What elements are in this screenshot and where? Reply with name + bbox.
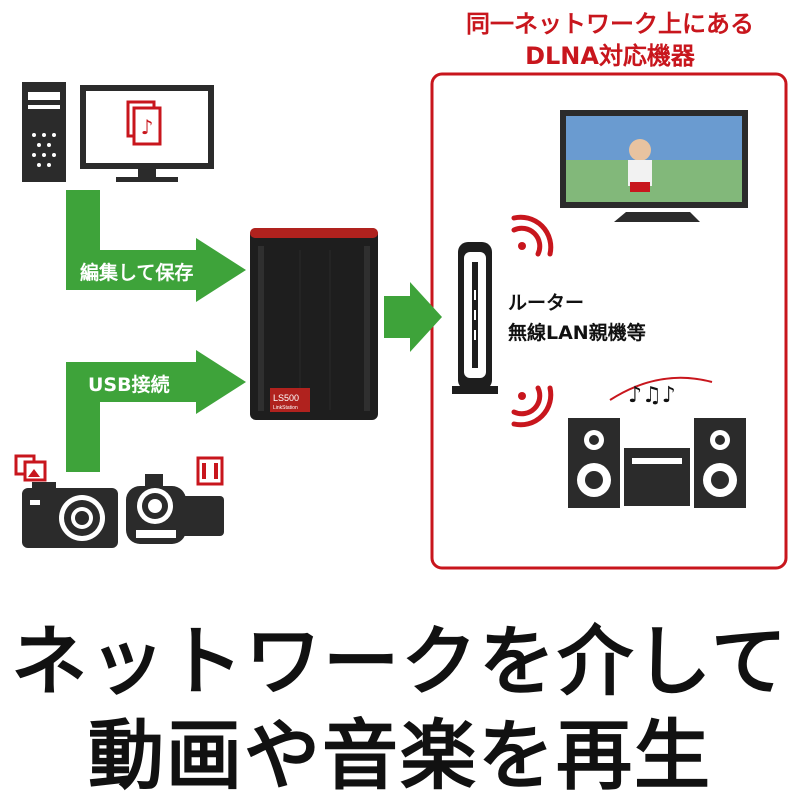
music-notes-icon: ♪♫♪ [609,376,713,408]
monitor-icon: ♪ [80,85,214,182]
nas-badge [270,388,310,412]
save-arrow-label: 編集して保存 [80,262,194,284]
save-arrow [66,190,246,302]
nas-device [250,228,378,420]
photo-files-icon [14,454,47,482]
connection-diagram: ♪ LS500 LinkStation [14,72,788,570]
stereo-icon [568,418,746,508]
svg-text:♪: ♪ [141,115,154,139]
camera-icon [22,482,118,548]
headline-line2: 動画や音楽を再生 [88,711,712,800]
television-icon [560,110,748,222]
wifi-signal-upper-icon [511,214,554,257]
box-title-line2: DLNA対応機器 [525,42,695,70]
pc-tower-icon [22,82,66,182]
router-icon [452,242,498,394]
wifi-signal-lower-icon [511,385,554,428]
router-label-line1: ルーター [508,292,585,314]
usb-arrow-label: USB接続 [88,374,170,396]
video-camera-icon [126,474,224,544]
music-file-icon: ♪ [126,100,162,146]
headline-line1: ネットワークを介して [11,617,789,706]
router-label-line2: 無線LAN親機等 [508,322,646,344]
nas-to-router-arrow [384,282,442,352]
box-title-line1: 同一ネットワーク上にある [466,10,754,38]
nas-model-label: LS500 [273,393,299,403]
usb-arrow [66,350,246,472]
video-file-icon [196,456,224,486]
nas-brand-label: LinkStation [273,405,298,411]
svg-text:♪♫♪: ♪♫♪ [628,383,676,408]
